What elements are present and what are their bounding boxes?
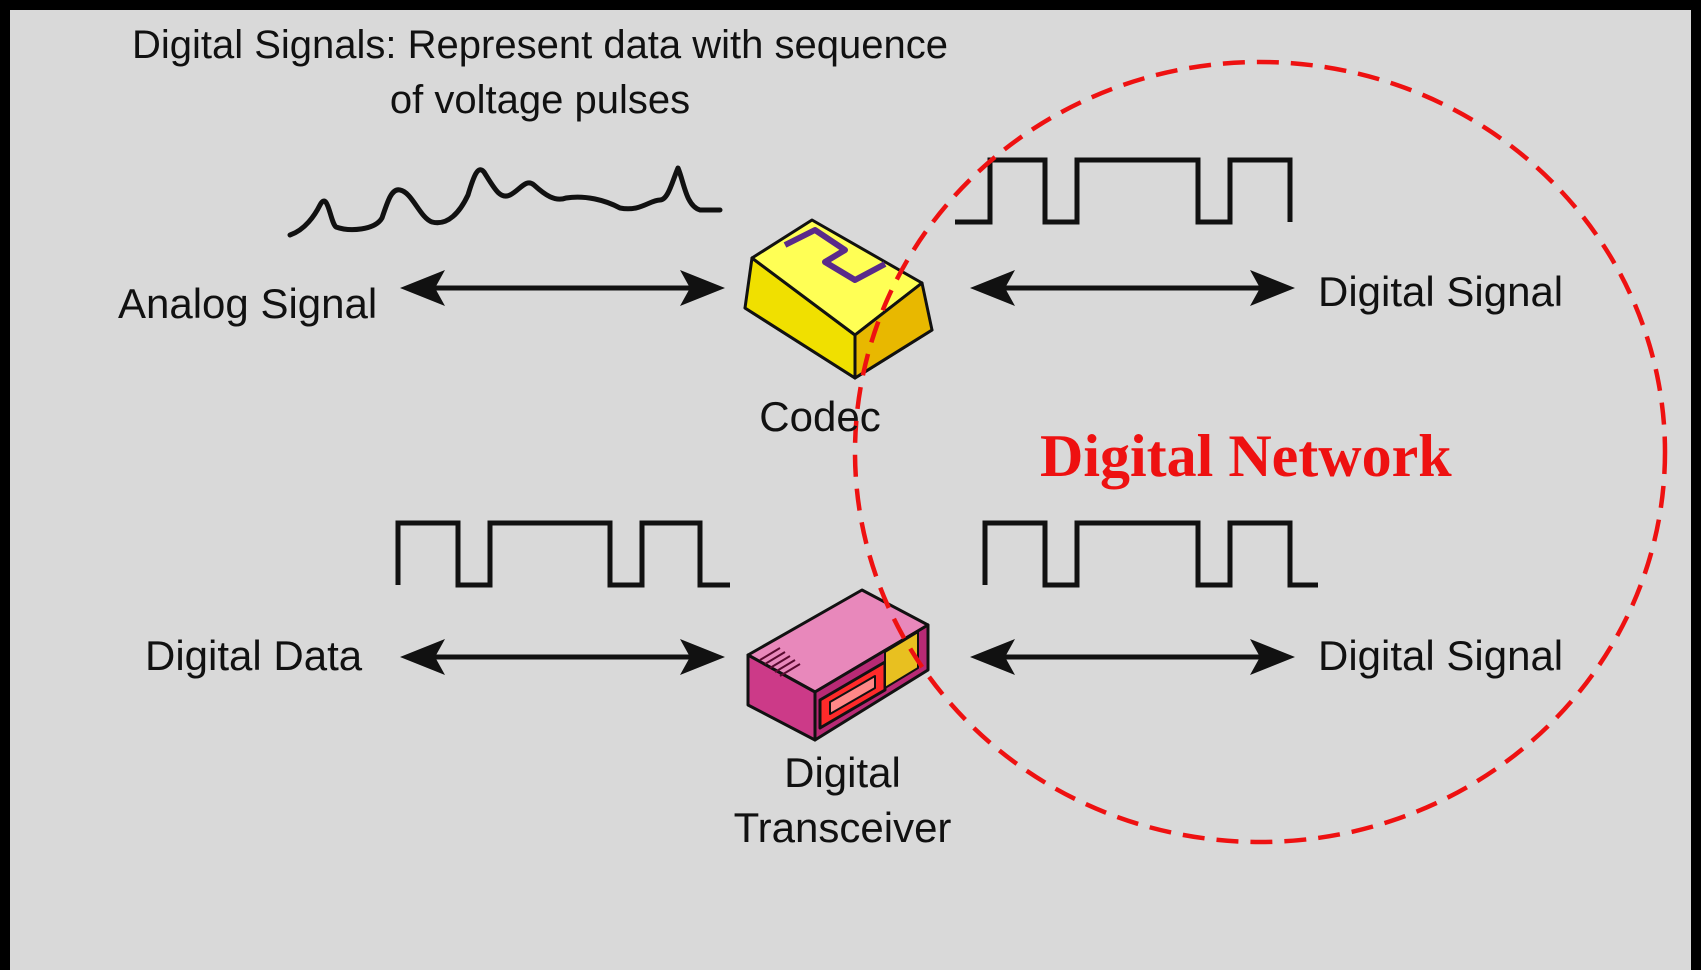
title-line-2: of voltage pulses [389,78,691,122]
title-line-1: Digital Signals: Represent data with seq… [131,23,949,67]
transceiver-label-line-2: Transceiver [733,804,952,851]
digital-network-label: Digital Network [1040,423,1452,489]
arrow-transceiver-digital [970,639,1295,675]
transceiver-label: Digital Transceiver [700,745,985,855]
digital-transceiver-icon [746,588,930,742]
square-wave-bottom-right [982,520,1318,588]
codec-label: Codec [759,393,881,440]
diagram-title: Digital Signals: Represent data with seq… [40,18,1040,128]
digital-network-boundary [852,59,1668,845]
square-wave-bottom-left [395,520,730,588]
arrow-codec-digital [970,270,1295,306]
digital-signal-label-top: Digital Signal [1318,268,1564,315]
codec-device-icon [743,218,934,380]
analog-waveform [287,165,723,238]
transceiver-label-line-1: Digital [784,749,901,796]
digital-data-label: Digital Data [145,632,363,679]
square-wave-top-right [955,157,1293,225]
digital-signal-label-bottom: Digital Signal [1318,632,1564,679]
arrow-data-transceiver [400,639,725,675]
analog-signal-label: Analog Signal [118,280,378,327]
arrow-analog-codec [400,270,725,306]
